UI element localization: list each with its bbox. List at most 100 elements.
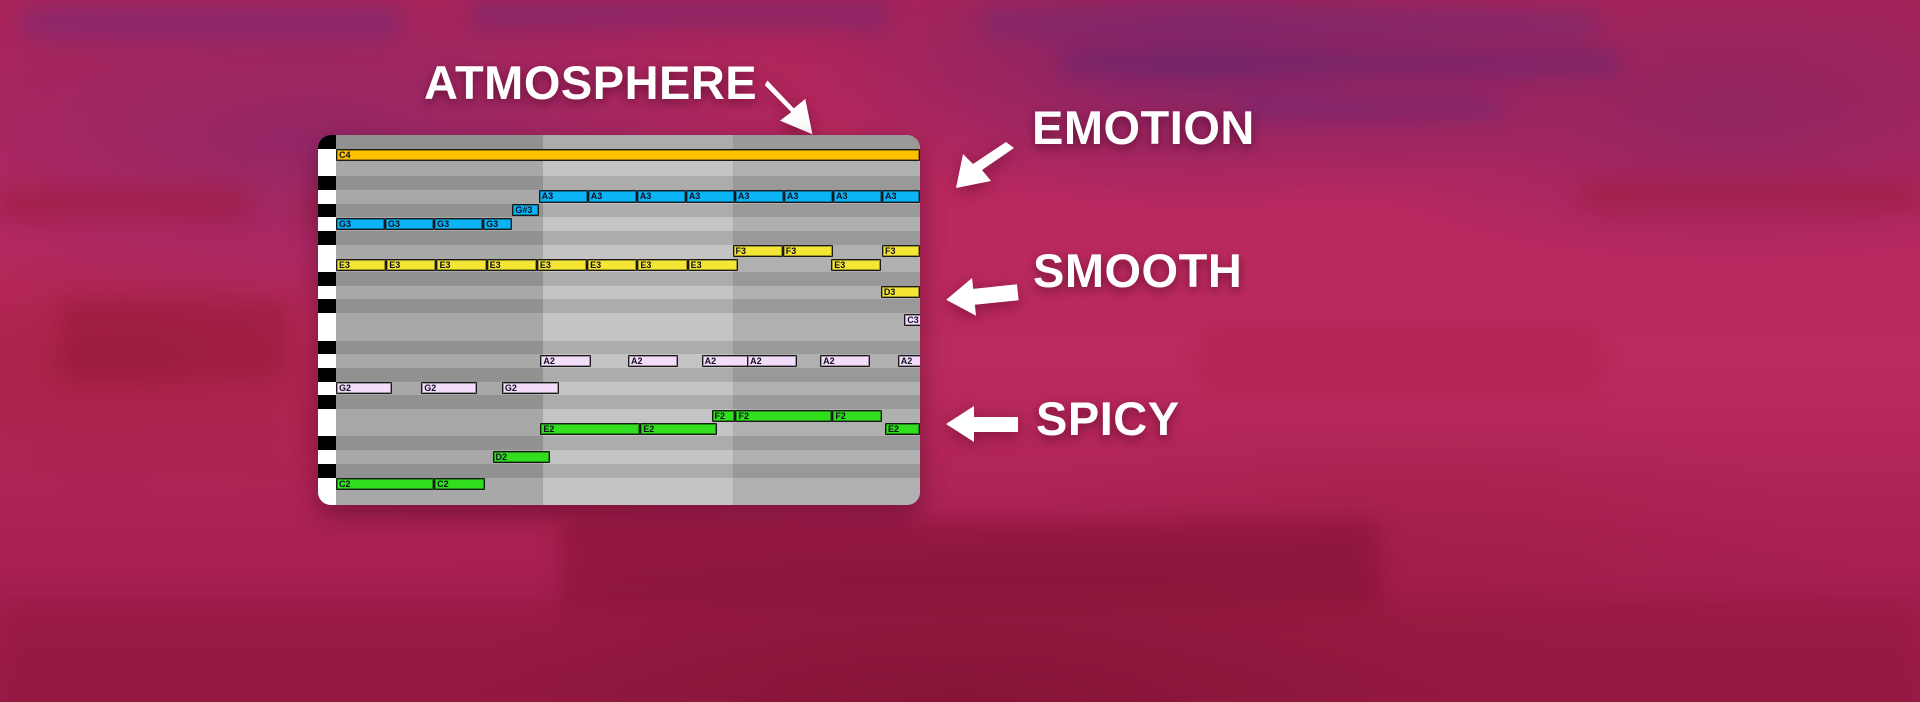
- piano-key-d2[interactable]: [318, 450, 336, 464]
- note-block[interactable]: E3: [637, 258, 688, 272]
- pitch-lane[interactable]: [336, 176, 920, 190]
- piano-key-ds3[interactable]: [318, 272, 336, 286]
- note-block[interactable]: D2: [492, 450, 550, 463]
- note-block[interactable]: E2: [540, 423, 641, 436]
- note-block[interactable]: E3: [336, 258, 387, 272]
- piano-key-cs4[interactable]: [318, 135, 336, 149]
- piano-key-a3[interactable]: [318, 189, 336, 204]
- pitch-lane[interactable]: [336, 285, 920, 300]
- background-streak: [1240, 100, 1500, 116]
- pitch-lane[interactable]: [336, 450, 920, 464]
- piano-key-cs3[interactable]: [318, 299, 336, 314]
- piano-key-fs3[interactable]: [318, 230, 336, 245]
- note-block[interactable]: G3: [385, 217, 435, 230]
- pitch-lane[interactable]: [336, 436, 920, 451]
- note-block[interactable]: E3: [831, 258, 882, 272]
- note-block[interactable]: G#3: [512, 204, 540, 217]
- piano-key-e2[interactable]: [318, 422, 336, 437]
- piano-key-g3[interactable]: [318, 217, 336, 231]
- pitch-lane[interactable]: [336, 491, 920, 505]
- piano-key-a2[interactable]: [318, 354, 336, 368]
- note-block[interactable]: C4: [336, 149, 920, 162]
- note-block[interactable]: F2: [832, 409, 883, 422]
- note-block[interactable]: A3: [538, 190, 588, 203]
- note-block[interactable]: C2: [336, 478, 435, 491]
- piano-key-b1[interactable]: [318, 491, 336, 505]
- piano-key-gs3[interactable]: [318, 203, 336, 218]
- piano-key-cs2[interactable]: [318, 463, 336, 478]
- piano-key-b2[interactable]: [318, 326, 336, 341]
- note-block[interactable]: A3: [587, 190, 637, 203]
- note-block[interactable]: E3: [436, 258, 487, 272]
- piano-keyboard[interactable]: [318, 135, 336, 505]
- pitch-lane[interactable]: [336, 313, 920, 327]
- note-block[interactable]: G3: [336, 217, 386, 230]
- pitch-lane[interactable]: [336, 326, 920, 341]
- note-block[interactable]: A2: [701, 354, 752, 367]
- note-block[interactable]: E3: [687, 258, 738, 272]
- note-block[interactable]: F2: [735, 409, 833, 422]
- note-block[interactable]: F3: [882, 245, 920, 258]
- note-block[interactable]: A2: [540, 354, 591, 367]
- pitch-lane[interactable]: [336, 340, 920, 355]
- note-block[interactable]: E3: [536, 258, 588, 272]
- piano-key-f2[interactable]: [318, 409, 336, 423]
- piano-key-c3[interactable]: [318, 313, 336, 327]
- note-block[interactable]: D3: [880, 286, 920, 299]
- piano-key-as3[interactable]: [318, 176, 336, 190]
- piano-key-as2[interactable]: [318, 340, 336, 355]
- pitch-lane[interactable]: [336, 367, 920, 382]
- arrow-down-right-icon: [764, 80, 813, 135]
- piano-key-c2[interactable]: [318, 477, 336, 492]
- pitch-lane[interactable]: [336, 230, 920, 245]
- note-block[interactable]: G2: [336, 382, 393, 395]
- note-block[interactable]: A2: [628, 354, 679, 367]
- pitch-lane[interactable]: [336, 203, 920, 218]
- note-block[interactable]: G3: [483, 217, 513, 230]
- pitch-lane[interactable]: [336, 162, 920, 177]
- note-block[interactable]: A3: [832, 190, 883, 203]
- note-block[interactable]: F3: [782, 245, 833, 258]
- note-block[interactable]: G2: [501, 382, 560, 395]
- note-block[interactable]: A2: [747, 354, 798, 367]
- note-block[interactable]: F3: [732, 245, 783, 258]
- piano-key-e3[interactable]: [318, 258, 336, 273]
- note-block[interactable]: A2: [897, 354, 920, 367]
- pitch-lane[interactable]: [336, 395, 920, 410]
- pitch-lane[interactable]: [336, 272, 920, 286]
- piano-key-fs2[interactable]: [318, 395, 336, 410]
- note-block[interactable]: A2: [820, 354, 871, 367]
- pitch-lane[interactable]: [336, 135, 920, 149]
- note-block[interactable]: A3: [685, 190, 735, 203]
- note-block[interactable]: A3: [734, 190, 784, 203]
- note-block[interactable]: E2: [640, 423, 718, 436]
- pitch-lane[interactable]: [336, 381, 920, 396]
- note-block[interactable]: E2: [884, 423, 920, 436]
- note-block[interactable]: A3: [783, 190, 833, 203]
- note-block[interactable]: G2: [421, 382, 478, 395]
- background-streak: [560, 520, 1380, 610]
- pitch-lane[interactable]: [336, 299, 920, 314]
- piano-key-f3[interactable]: [318, 244, 336, 259]
- piano-key-d3[interactable]: [318, 285, 336, 300]
- note-block[interactable]: G3: [434, 217, 484, 230]
- background-streak: [0, 600, 1920, 702]
- piano-key-b3[interactable]: [318, 162, 336, 177]
- piano-key-gs2[interactable]: [318, 367, 336, 382]
- note-block[interactable]: A3: [636, 190, 686, 203]
- piano-key-g2[interactable]: [318, 381, 336, 396]
- note-block[interactable]: E3: [587, 258, 638, 272]
- piano-key-ds2[interactable]: [318, 436, 336, 451]
- background-streak: [60, 300, 290, 380]
- background-streak: [0, 186, 250, 220]
- pitch-lane[interactable]: [336, 463, 920, 478]
- note-block[interactable]: C3: [904, 313, 920, 326]
- note-block[interactable]: E3: [386, 258, 437, 272]
- note-block[interactable]: C2: [434, 478, 485, 491]
- note-block[interactable]: F2: [711, 409, 736, 422]
- note-block[interactable]: A3: [882, 190, 920, 203]
- note-block[interactable]: E3: [486, 258, 537, 272]
- piano-key-c4[interactable]: [318, 148, 336, 163]
